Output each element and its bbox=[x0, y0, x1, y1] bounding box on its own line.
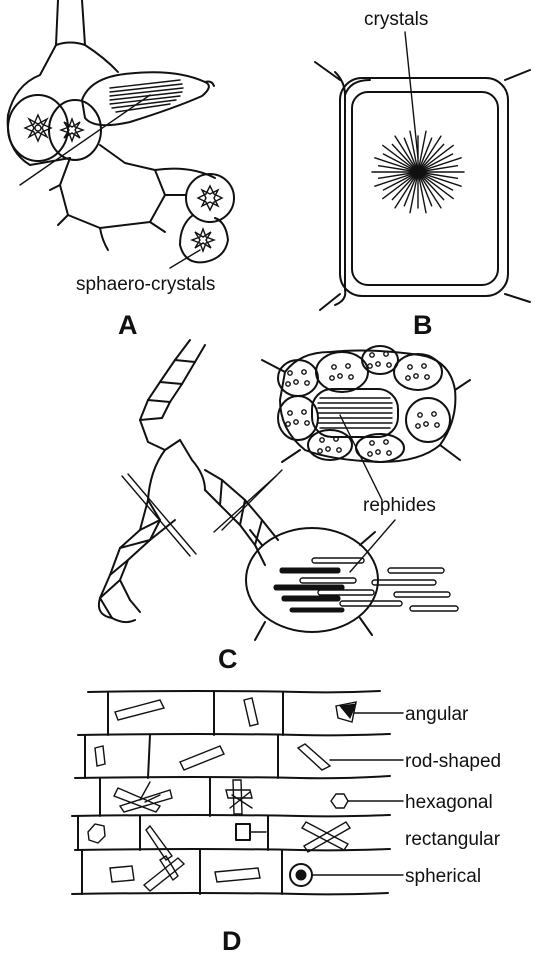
cell-granule bbox=[370, 353, 374, 357]
label-angular: angular bbox=[405, 704, 469, 725]
cell-granule bbox=[338, 374, 342, 378]
cell-granule bbox=[368, 364, 372, 368]
panel-d-crystals bbox=[88, 698, 350, 891]
panel-c-cluster bbox=[262, 346, 470, 462]
panel-c-pointers bbox=[340, 415, 395, 572]
cell-granule bbox=[422, 364, 426, 368]
cell-granule bbox=[302, 410, 306, 414]
cell-granule bbox=[408, 365, 412, 369]
cell-granule bbox=[387, 451, 391, 455]
panel-letter-d: D bbox=[222, 926, 242, 956]
label-hexagonal: hexagonal bbox=[405, 792, 493, 813]
cell-granule bbox=[349, 375, 353, 379]
cell-granule bbox=[294, 420, 298, 424]
panel-c-dark-raphides bbox=[274, 568, 344, 612]
cell-granule bbox=[330, 376, 334, 380]
panel-c-cluster-raphides bbox=[318, 398, 392, 428]
panel-b-drawing bbox=[315, 62, 530, 310]
cell-granule bbox=[406, 376, 410, 380]
cell-granule bbox=[337, 448, 341, 452]
panel-d-special-crystals bbox=[236, 702, 356, 886]
cell-granule bbox=[418, 413, 422, 417]
cell-granule bbox=[334, 437, 338, 441]
cell-granule bbox=[318, 449, 322, 453]
cell-granule bbox=[387, 363, 391, 367]
label-rephides: rephides bbox=[363, 495, 436, 516]
cell-granule bbox=[368, 452, 372, 456]
label-crystals: crystals bbox=[364, 9, 428, 30]
cell-granule bbox=[416, 424, 420, 428]
cell-granule bbox=[326, 447, 330, 451]
panel-b-crystal-star bbox=[372, 131, 464, 213]
cell-granule bbox=[346, 364, 350, 368]
panel-letter-c: C bbox=[218, 644, 238, 674]
cell-granule bbox=[288, 371, 292, 375]
cell-granule bbox=[370, 441, 374, 445]
cell-granule bbox=[302, 370, 306, 374]
cell-granule bbox=[425, 375, 429, 379]
cell-granule bbox=[376, 450, 380, 454]
cell-granule bbox=[286, 382, 290, 386]
cell-granule bbox=[432, 412, 436, 416]
panel-d-cell-grid bbox=[72, 691, 390, 894]
cell-granule bbox=[424, 422, 428, 426]
cell-granule bbox=[305, 421, 309, 425]
panel-letter-b: B bbox=[413, 310, 433, 340]
cell-granule bbox=[435, 423, 439, 427]
cell-granule bbox=[384, 440, 388, 444]
cell-granule bbox=[294, 380, 298, 384]
label-spherical: spherical bbox=[405, 866, 481, 887]
cell-granule bbox=[288, 411, 292, 415]
cell-granule bbox=[384, 352, 388, 356]
cell-granule bbox=[286, 422, 290, 426]
rectangular-crystal-icon bbox=[236, 824, 250, 840]
cell-granule bbox=[414, 374, 418, 378]
cell-granule bbox=[305, 381, 309, 385]
label-sphaero-crystals: sphaero-crystals bbox=[76, 274, 215, 295]
cell-granule bbox=[332, 365, 336, 369]
cell-granule bbox=[320, 438, 324, 442]
panel-letter-a: A bbox=[118, 310, 138, 340]
panel-c-oval-cell bbox=[246, 528, 378, 640]
label-rectangular: rectangular bbox=[405, 829, 501, 850]
cell-granule bbox=[376, 362, 380, 366]
label-rod-shaped: rod-shaped bbox=[405, 751, 501, 772]
hexagonal-crystal-icon bbox=[331, 794, 348, 808]
